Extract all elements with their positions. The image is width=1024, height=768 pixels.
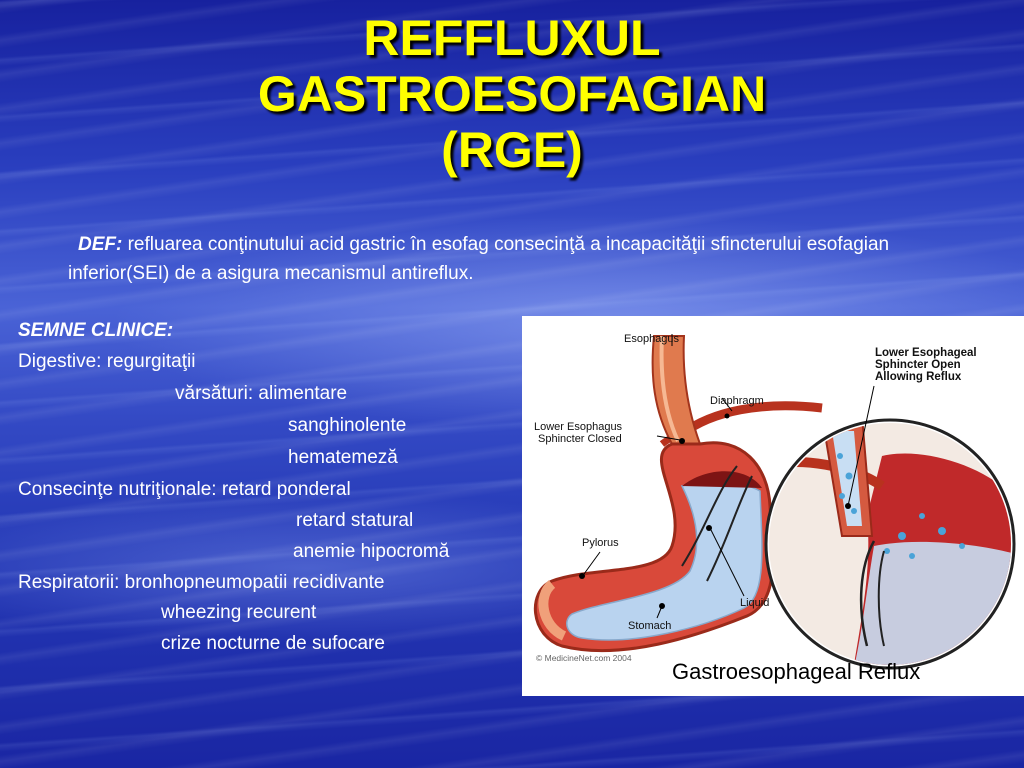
respiratory-line-2: wheezing recurent [161, 602, 317, 623]
respiratory-line: Respiratorii: bronhopneumopatii recidiva… [18, 572, 385, 593]
title-line-2: GASTROESOFAGIAN [257, 66, 767, 122]
slide-title: REFFLUXUL GASTROESOFAGIAN (RGE) [0, 10, 1024, 178]
definition-label: DEF: [78, 234, 123, 255]
label-pylorus: Pylorus [582, 537, 619, 549]
title-line-3: (RGE) [441, 122, 583, 178]
label-esophagus: Esophagus [624, 333, 680, 345]
label-sphincter-open-1: Lower Esophageal [875, 347, 977, 359]
label-sphincter-closed-1: Lower Esophagus [534, 421, 623, 433]
diaphragm-shape [679, 401, 823, 438]
anatomy-drawing [533, 334, 1016, 670]
vomiting-line-3: hematemeză [288, 447, 398, 468]
stomach-liquid [566, 480, 763, 641]
label-stomach: Stomach [628, 620, 672, 632]
title-line-1: REFFLUXUL [363, 10, 661, 66]
vomiting-line: vărsături: alimentare [175, 383, 348, 404]
respiratory-line-3: crize nocturne de sufocare [161, 633, 385, 654]
vomiting-line-2: sanghinolente [288, 415, 407, 436]
label-diaphragm: Diaphragm [710, 395, 764, 407]
label-sphincter-open-2: Sphincter Open [875, 359, 961, 371]
nutritional-line-3: anemie hipocromă [293, 541, 450, 562]
reflux-illustration: Esophagus Lower Esophageal Sphincter Ope… [522, 316, 1024, 696]
clinical-signs-heading: SEMNE CLINICE: [18, 320, 174, 341]
figure-copyright: © MedicineNet.com 2004 [536, 653, 632, 663]
definition-text: refluarea conţinutului acid gastric în e… [68, 234, 890, 285]
nutritional-line-2: retard statural [296, 510, 414, 531]
nutritional-line: Consecinţe nutriţionale: retard ponderal [18, 479, 351, 500]
label-sphincter-closed-2: Sphincter Closed [538, 433, 622, 445]
definition: DEF: refluarea conţinutului acid gastric… [68, 230, 948, 289]
figure-caption: Gastroesophageal Reflux [672, 659, 921, 684]
label-liquid: Liquid [740, 597, 770, 609]
pylorus-shape [538, 580, 567, 641]
label-sphincter-open-3: Allowing Reflux [875, 371, 962, 383]
digestive-line: Digestive: regurgitaţii [18, 351, 196, 372]
